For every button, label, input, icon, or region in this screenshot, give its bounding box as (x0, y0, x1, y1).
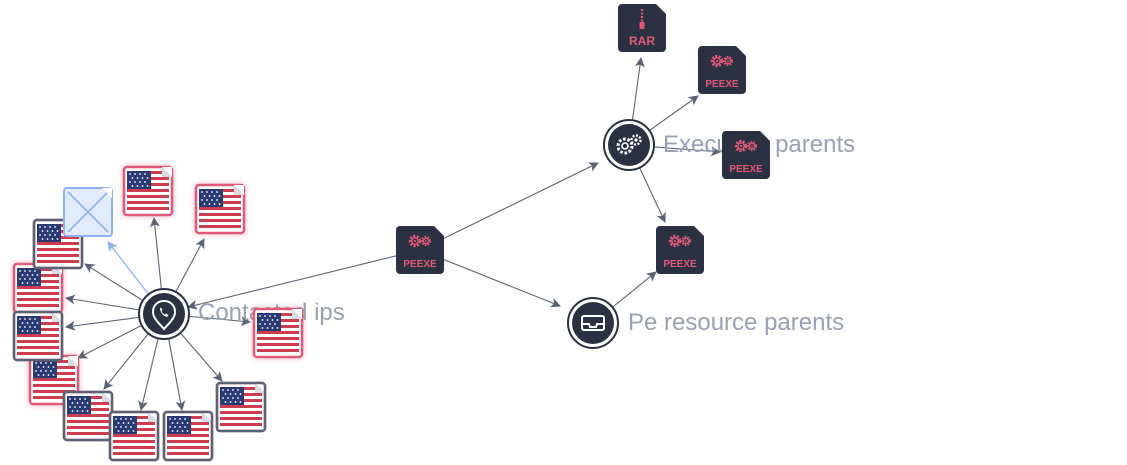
zipper-icon (639, 9, 645, 29)
ip-node-us-flag[interactable] (12, 310, 64, 362)
pe-resource-parents-hub[interactable] (567, 297, 619, 349)
ip-node-us-flag[interactable] (162, 410, 214, 462)
ip-node-us-flag[interactable] (12, 262, 64, 314)
file-node-exe[interactable]: PEEXE (698, 46, 746, 94)
file-node-exe[interactable]: PEEXE (722, 131, 770, 179)
inbox-icon (581, 315, 605, 331)
file-node-main[interactable]: PEEXE (396, 226, 444, 274)
file-node-rar[interactable]: RAR (618, 4, 666, 52)
contacted-ips-hub[interactable] (138, 288, 190, 340)
ip-node-us-flag[interactable] (32, 218, 84, 270)
selected-node-placeholder[interactable] (63, 187, 113, 237)
gears-icon (616, 134, 642, 155)
file-type-label: PEEXE (705, 79, 739, 90)
phone-location-icon (151, 299, 177, 331)
ip-node-us-flag[interactable] (62, 390, 114, 442)
file-node-exe[interactable]: PEEXE (656, 226, 704, 274)
ip-node-us-flag[interactable] (252, 307, 304, 359)
ip-node-us-flag[interactable] (108, 410, 160, 462)
ip-nodes (12, 165, 304, 462)
ip-node-us-flag[interactable] (215, 381, 267, 433)
file-type-label: PEEXE (729, 164, 763, 175)
execution-parents-hub[interactable] (603, 119, 655, 171)
ip-node-us-flag[interactable] (122, 165, 174, 217)
file-type-label: PEEXE (663, 259, 697, 270)
label-pe-resource-parents: Pe resource parents (628, 309, 844, 336)
ip-node-us-flag[interactable] (194, 183, 246, 235)
file-type-label: PEEXE (403, 259, 437, 270)
file-type-label: RAR (629, 34, 655, 48)
edges (65, 57, 721, 411)
